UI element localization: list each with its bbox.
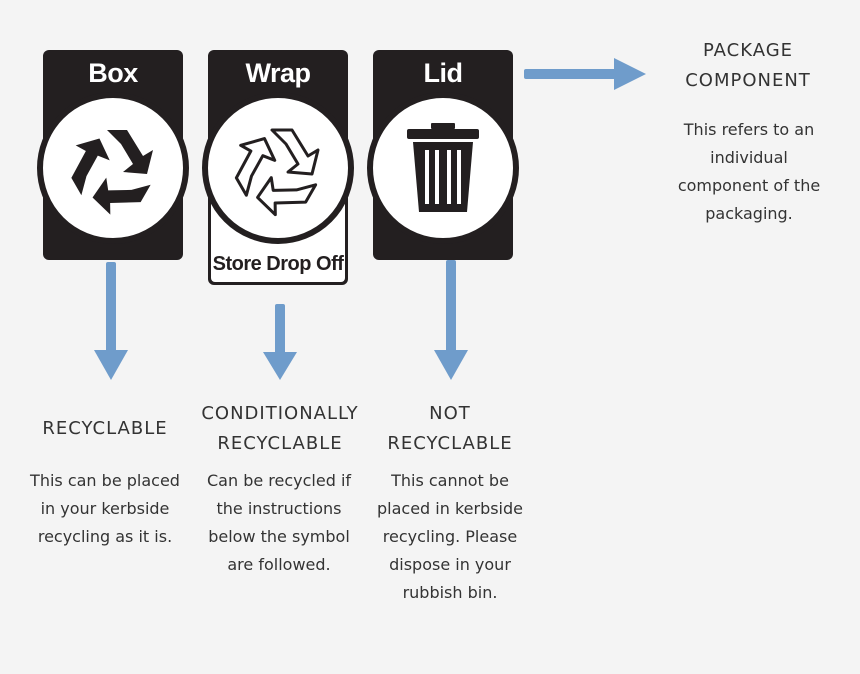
package-component-heading: PACKAGE COMPONENT <box>685 40 811 91</box>
arrow-down-icon <box>263 304 297 380</box>
conditionally-recyclable-description: Can be recycled if the instructions belo… <box>206 471 352 574</box>
wrap-label-title: Wrap <box>245 58 311 88</box>
recyclable-description: This can be placed in your kerbside recy… <box>30 471 180 546</box>
recycle-outline-icon <box>202 92 354 244</box>
recyclable-heading: RECYCLABLE <box>42 418 168 439</box>
arrow-down-icon <box>434 260 468 380</box>
store-drop-off-text: Store Drop Off <box>212 253 344 275</box>
recycle-solid-icon <box>37 92 189 244</box>
lid-label-title: Lid <box>423 58 464 88</box>
package-component-description: This refers to an individual component o… <box>677 120 821 223</box>
arrow-down-icon <box>94 262 128 380</box>
not-recyclable-heading: NOT RECYCLABLE <box>387 403 513 454</box>
box-label-title: Box <box>88 58 138 88</box>
not-recyclable-description: This cannot be placed in kerbside recycl… <box>376 471 523 602</box>
conditionally-recyclable-heading: CONDITIONALLY RECYCLABLE <box>201 403 359 454</box>
trash-bin-icon <box>367 92 519 244</box>
arrow-right-icon <box>524 58 646 90</box>
